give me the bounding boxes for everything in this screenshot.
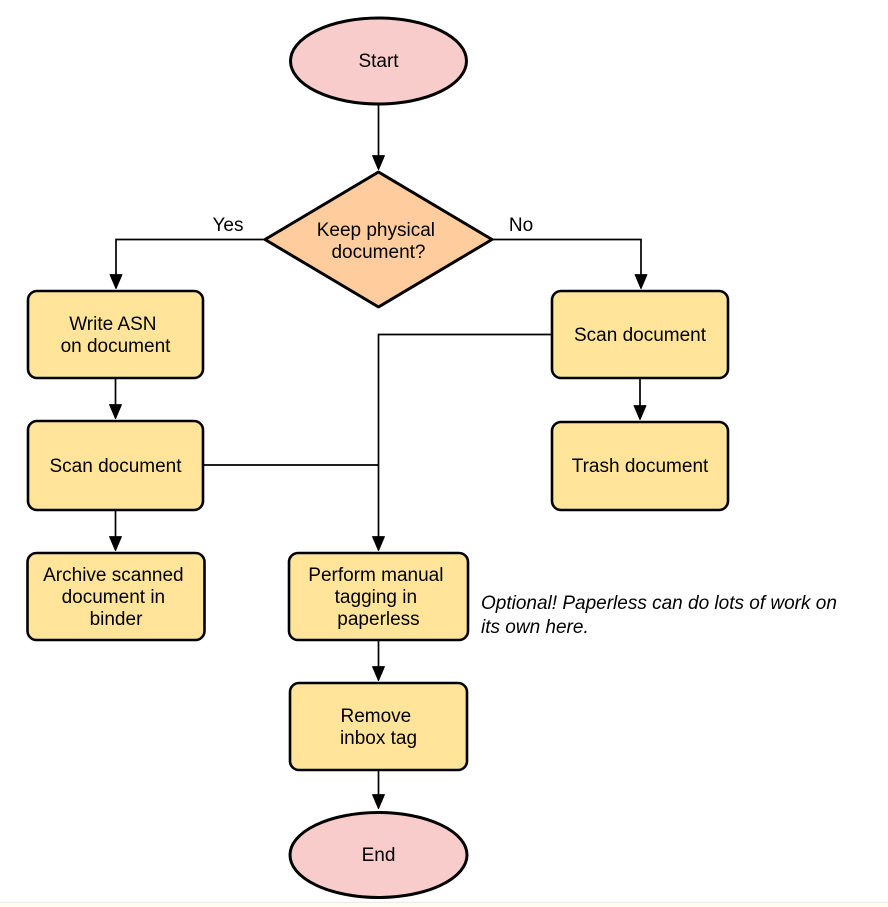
trash-rect: [550, 420, 730, 512]
node-tagging: Perform manual tagging in paperless: [287, 551, 470, 642]
node-write-asn: Write ASN on document: [26, 289, 205, 380]
write-asn-rect: [26, 289, 205, 380]
node-trash: Trash document: [550, 420, 730, 512]
edge-scanright-to-tagging: [372, 333, 552, 552]
edge-decision-no: [492, 238, 648, 290]
scan-left-label: Scan document: [49, 456, 182, 477]
remove-inbox-label: Remove inbox tag: [340, 706, 417, 749]
start-ellipse: [289, 16, 468, 106]
end-label: End: [362, 845, 396, 866]
node-scan-right: Scan document: [550, 289, 730, 380]
write-asn-label: Write ASN on document: [61, 314, 172, 357]
trash-label: Trash document: [572, 456, 709, 477]
edge-label-yes: Yes: [213, 215, 244, 236]
bottom-strip: [0, 903, 888, 907]
decision-diamond: [263, 170, 494, 309]
tagging-rect: [287, 551, 470, 642]
edge-label-no: No: [509, 215, 533, 236]
annotation-text: Optional! Paperless can do lots of work …: [481, 593, 842, 638]
edge-decision-yes: [109, 238, 265, 290]
decision-label: Keep physical document?: [317, 220, 441, 263]
scan-right-rect: [550, 289, 730, 380]
page-bottom-divider: [0, 901, 888, 907]
node-remove-inbox: Remove inbox tag: [288, 681, 469, 772]
end-ellipse: [288, 811, 469, 899]
node-decision: Keep physical document?: [263, 170, 494, 309]
archive-rect: [26, 551, 206, 642]
scan-right-label: Scan document: [574, 325, 707, 346]
tagging-label: Perform manual tagging in paperless: [308, 565, 448, 630]
scan-left-rect: [26, 419, 205, 512]
node-start: Start: [289, 16, 468, 106]
archive-label: Archive scanned document in binder: [43, 565, 189, 630]
node-end: End: [288, 811, 469, 899]
edges: [109, 104, 648, 810]
remove-inbox-rect: [288, 681, 469, 772]
node-archive: Archive scanned document in binder: [26, 551, 206, 642]
node-scan-left: Scan document: [26, 419, 205, 512]
start-label: Start: [358, 51, 399, 72]
